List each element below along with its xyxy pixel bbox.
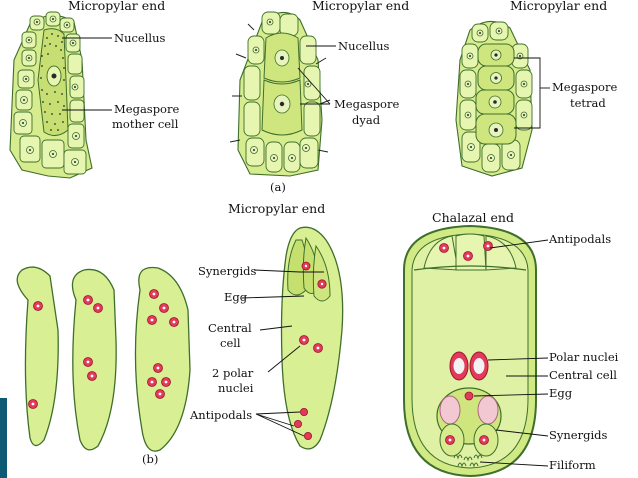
label-megaspore-mother-cell-2: mother cell	[112, 117, 179, 131]
antipodal-cells	[423, 233, 517, 271]
label-antipodals-left: Antipodals	[189, 408, 252, 422]
figure-megaspore-mother-cell: Micropylar end Nucellus Megaspore mother…	[9, 0, 179, 179]
label-polar-nuclei-left-2: nuclei	[218, 381, 254, 395]
label-nucellus-1: Nucellus	[114, 31, 165, 45]
egg-apparatus	[436, 387, 502, 468]
label-micropylar-end-2: Micropylar end	[312, 0, 409, 13]
label-nucellus-2: Nucellus	[338, 39, 389, 53]
label-megaspore-dyad-2: dyad	[352, 113, 381, 127]
label-chalazal-end: Chalazal end	[432, 210, 514, 225]
megaspore-mother-cell	[37, 28, 69, 136]
label-megaspore-dyad-1: Megaspore	[334, 97, 399, 111]
figure-two-nucleate-sac	[16, 266, 59, 447]
figure-seven-celled-embryo-sac: Micropylar end Synergids Egg Central cel…	[189, 201, 344, 450]
label-antipodals-right: Antipodals	[548, 232, 611, 246]
figure-megaspore-tetrad: Micropylar end Megaspore tetrad	[455, 0, 617, 177]
label-central-cell-left-2: cell	[220, 336, 241, 350]
label-synergids-right: Synergids	[549, 428, 607, 442]
label-micropylar-end-3: Micropylar end	[510, 0, 607, 13]
label-megaspore-tetrad-2: tetrad	[570, 96, 606, 110]
label-panel-b: (b)	[142, 452, 158, 466]
left-side-band	[0, 398, 7, 478]
label-central-cell-right: Central cell	[549, 368, 617, 382]
label-filiform: Filiform	[549, 458, 596, 472]
figure-four-nucleate-sac	[71, 268, 117, 451]
figure-megaspore-dyad: Micropylar end Nucellus Megaspore dyad (…	[229, 0, 409, 194]
megaspore-tetrad	[475, 43, 517, 145]
label-central-cell-left-1: Central	[208, 321, 252, 335]
label-megaspore-mother-cell-1: Megaspore	[114, 102, 179, 116]
label-egg-left: Egg	[224, 290, 248, 304]
label-synergids-left: Synergids	[198, 264, 256, 278]
label-panel-a: (a)	[270, 180, 286, 194]
polar-nuclei	[449, 351, 489, 381]
figure-eight-nucleate-sac	[134, 266, 191, 452]
figure-mature-embryo-sac: Chalazal end Antipodals Polar nuclei Cen…	[403, 210, 619, 478]
label-polar-nuclei-left-1: 2 polar	[212, 366, 254, 380]
label-megaspore-tetrad-1: Megaspore	[552, 80, 617, 94]
megaspore-dyad	[261, 32, 303, 136]
nucellus-cells-1	[13, 11, 87, 175]
label-micropylar-end-4: Micropylar end	[228, 201, 325, 216]
label-micropylar-end-1: Micropylar end	[68, 0, 165, 13]
label-polar-nuclei-right: Polar nuclei	[549, 350, 619, 364]
label-egg-right: Egg	[549, 386, 573, 400]
